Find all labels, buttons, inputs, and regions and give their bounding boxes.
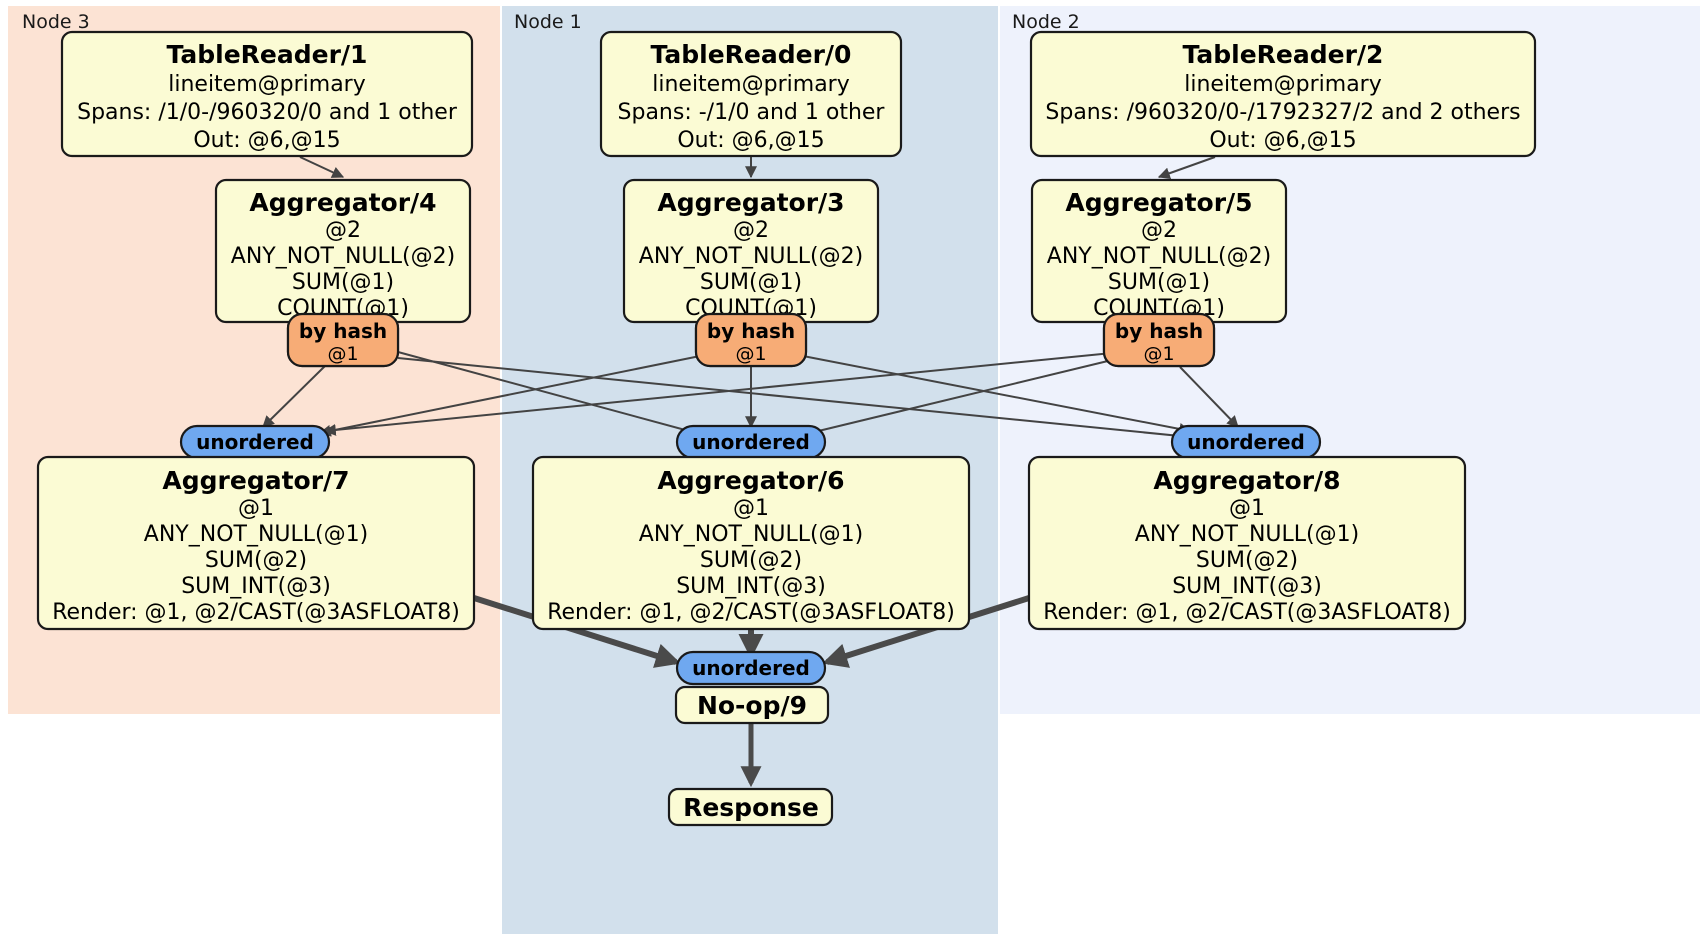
sync-badge-aggregator6[interactable]: unordered (675, 424, 827, 460)
processor-detail-line: @2 (733, 218, 769, 243)
edge-tablereader2-aggregator5 (1157, 156, 1216, 180)
processor-title: Aggregator/6 (657, 466, 844, 495)
processor-detail-line: SUM_INT(@3) (181, 574, 331, 599)
processor-aggregator3[interactable]: Aggregator/3 @2 ANY_NOT_NULL(@2) SUM(@1)… (622, 178, 880, 324)
processor-noop9[interactable]: No-op/9 (674, 685, 830, 725)
processor-aggregator7[interactable]: Aggregator/7 @1 ANY_NOT_NULL(@1) SUM(@2)… (36, 455, 476, 631)
edge-hash5-sync7 (323, 352, 1113, 436)
sync-badge-label: unordered (1187, 430, 1305, 454)
processor-detail-line: Spans: /1/0-/960320/0 and 1 other (77, 100, 458, 125)
sync-badges: unordered unordered unordered (179, 424, 1322, 460)
sync-badge-aggregator8[interactable]: unordered (1170, 424, 1322, 460)
processor-title: TableReader/2 (1183, 40, 1384, 69)
processor-title: TableReader/1 (167, 40, 368, 69)
hash-router-sublabel-overlay: @1 (1143, 343, 1174, 365)
node-region-label-node1: Node 1 (514, 11, 582, 33)
processor-detail-line: SUM(@2) (1196, 548, 1298, 573)
hash-router-label-overlay: by hash (707, 319, 795, 343)
edge-hash4-sync7 (262, 365, 326, 428)
processor-title: Aggregator/8 (1153, 466, 1340, 495)
processor-title: Aggregator/7 (162, 466, 349, 495)
hash-router-label-overlay: by hash (1115, 319, 1203, 343)
processor-detail-line: ANY_NOT_NULL(@1) (144, 522, 368, 547)
processor-title: Aggregator/4 (249, 188, 436, 217)
processor-tablereader2[interactable]: TableReader/2 lineitem@primary Spans: /9… (1029, 30, 1537, 158)
edge-hash4-sync6 (397, 351, 702, 437)
processor-aggregator6[interactable]: Aggregator/6 @1 ANY_NOT_NULL(@1) SUM(@2)… (531, 455, 971, 631)
processor-detail-line: Out: @6,@15 (1209, 128, 1356, 153)
processor-detail-line: @2 (1141, 218, 1177, 243)
processor-detail-line: @1 (1229, 496, 1265, 521)
hash-router-label-overlay: by hash (299, 319, 387, 343)
edge-hash3-sync8 (802, 355, 1192, 435)
processor-aggregator4[interactable]: Aggregator/4 @2 ANY_NOT_NULL(@2) SUM(@1)… (214, 178, 472, 324)
processor-aggregator8[interactable]: Aggregator/8 @1 ANY_NOT_NULL(@1) SUM(@2)… (1027, 455, 1467, 631)
sync-badge-noop9[interactable]: unordered (675, 650, 827, 686)
processor-detail-line: SUM(@2) (700, 548, 802, 573)
processor-detail-line: @2 (325, 218, 361, 243)
edge-tablereader1-aggregator4 (299, 156, 345, 178)
processor-detail-line: SUM_INT(@3) (1172, 574, 1322, 599)
processor-detail-line: @1 (733, 496, 769, 521)
processor-detail-line: lineitem@primary (168, 72, 366, 97)
processor-detail-line: SUM(@1) (1108, 270, 1210, 295)
processor-detail-line: @1 (238, 496, 274, 521)
edge-hash5-sync6 (804, 359, 1113, 438)
hash-router-sublabel-overlay: @1 (735, 343, 766, 365)
processor-detail-line: SUM_INT(@3) (676, 574, 826, 599)
sync-badge-label: unordered (196, 430, 314, 454)
processor-tablereader1[interactable]: TableReader/1 lineitem@primary Spans: /1… (60, 30, 474, 158)
processor-title: TableReader/0 (651, 40, 852, 69)
processor-detail-line: Render: @1, @2/CAST(@3ASFLOAT8) (1043, 600, 1451, 625)
processor-detail-line: Render: @1, @2/CAST(@3ASFLOAT8) (52, 600, 460, 625)
processor-detail-line: ANY_NOT_NULL(@2) (639, 244, 863, 269)
processor-detail-line: SUM(@1) (700, 270, 802, 295)
processor-detail-line: Spans: -/1/0 and 1 other (618, 100, 886, 125)
hash-routers-overlay: by hash @1 by hash @1 by hash @1 (286, 312, 1216, 368)
sync-badge-label: unordered (692, 656, 810, 680)
processor-detail-line: SUM(@2) (205, 548, 307, 573)
processor-response[interactable]: Response (667, 787, 834, 827)
processor-detail-line: ANY_NOT_NULL(@2) (231, 244, 455, 269)
edge-hash3-sync7 (318, 355, 701, 437)
processor-title: Aggregator/3 (657, 188, 844, 217)
processor-title: Response (683, 793, 819, 822)
sync-badge-label: unordered (692, 430, 810, 454)
processor-detail-line: SUM(@1) (292, 270, 394, 295)
node-region-label-node2: Node 2 (1012, 11, 1080, 33)
processor-detail-line: Out: @6,@15 (193, 128, 340, 153)
processor-aggregator5[interactable]: Aggregator/5 @2 ANY_NOT_NULL(@2) SUM(@1)… (1030, 178, 1288, 324)
edge-hash5-sync8 (1179, 366, 1239, 428)
processor-title: Aggregator/5 (1065, 188, 1252, 217)
processor-title: No-op/9 (697, 691, 807, 720)
processor-detail-line: ANY_NOT_NULL(@1) (1135, 522, 1359, 547)
sync-badge-aggregator7[interactable]: unordered (179, 424, 331, 460)
processor-detail-line: ANY_NOT_NULL(@2) (1047, 244, 1271, 269)
processor-detail-line: Out: @6,@15 (677, 128, 824, 153)
processor-detail-line: ANY_NOT_NULL(@1) (639, 522, 863, 547)
node-region-label-node3: Node 3 (22, 11, 90, 33)
processor-detail-line: Render: @1, @2/CAST(@3ASFLOAT8) (547, 600, 955, 625)
processor-detail-line: lineitem@primary (652, 72, 850, 97)
hash-router-sublabel-overlay: @1 (327, 343, 358, 365)
processor-detail-line: lineitem@primary (1184, 72, 1382, 97)
processor-detail-line: Spans: /960320/0-/1792327/2 and 2 others (1045, 100, 1520, 125)
processor-tablereader0[interactable]: TableReader/0 lineitem@primary Spans: -/… (599, 30, 903, 158)
edge-hash4-sync8 (397, 357, 1192, 442)
